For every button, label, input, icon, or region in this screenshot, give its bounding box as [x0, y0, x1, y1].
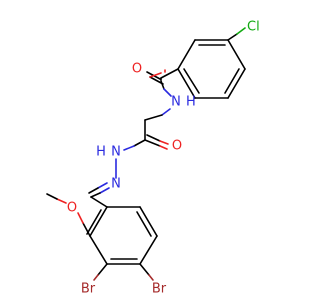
bond: [82, 222, 91, 237]
bond: [144, 139, 161, 147]
bond: [88, 187, 99, 194]
bond: [90, 192, 101, 198]
atom-labels: Cl O N H H N O N O Br Br: [67, 20, 260, 297]
bond: [139, 206, 158, 237]
hydrogen-label: H: [186, 95, 196, 110]
bond: [139, 235, 158, 265]
nitrogen-label: N: [111, 177, 121, 192]
bond: [46, 193, 58, 200]
bond: [160, 80, 165, 90]
bond: [99, 187, 110, 194]
bond: [139, 263, 150, 276]
bond: [160, 68, 179, 79]
nitrogen-label: N: [171, 95, 181, 110]
bond: [163, 88, 172, 97]
molecule-structure: Cl O N H H N O N O Br Br: [46, 20, 260, 297]
bromine-label: Br: [152, 282, 167, 297]
oxygen-label: O: [172, 139, 182, 154]
bond: [227, 68, 246, 99]
bond: [133, 139, 146, 147]
bonds: [46, 27, 246, 281]
bond: [146, 134, 161, 142]
bond: [86, 209, 102, 235]
bond: [93, 274, 99, 281]
nitrogen-label: N: [111, 145, 121, 160]
bond: [149, 72, 162, 78]
bromine-label: Br: [81, 282, 96, 297]
bond: [161, 108, 171, 116]
oxygen-label: O: [132, 62, 142, 77]
bond: [89, 206, 108, 237]
bond: [177, 39, 196, 70]
bond: [89, 235, 108, 265]
bond: [159, 145, 168, 150]
bond: [227, 33, 238, 41]
bond: [90, 196, 108, 208]
bond: [123, 145, 135, 151]
bond: [224, 68, 240, 94]
bond: [56, 198, 67, 204]
bond: [227, 39, 246, 70]
bond: [136, 211, 152, 237]
bond: [148, 274, 154, 281]
oxygen-label: O: [67, 201, 77, 216]
bond: [159, 140, 169, 145]
hydrogen-label: H: [96, 145, 106, 160]
bond: [144, 114, 163, 121]
bond: [236, 27, 246, 35]
bond: [77, 212, 84, 224]
bond: [183, 68, 200, 94]
chlorine-label: Cl: [247, 20, 260, 35]
bond: [177, 68, 196, 99]
bond: [97, 263, 108, 276]
bond: [97, 182, 108, 189]
